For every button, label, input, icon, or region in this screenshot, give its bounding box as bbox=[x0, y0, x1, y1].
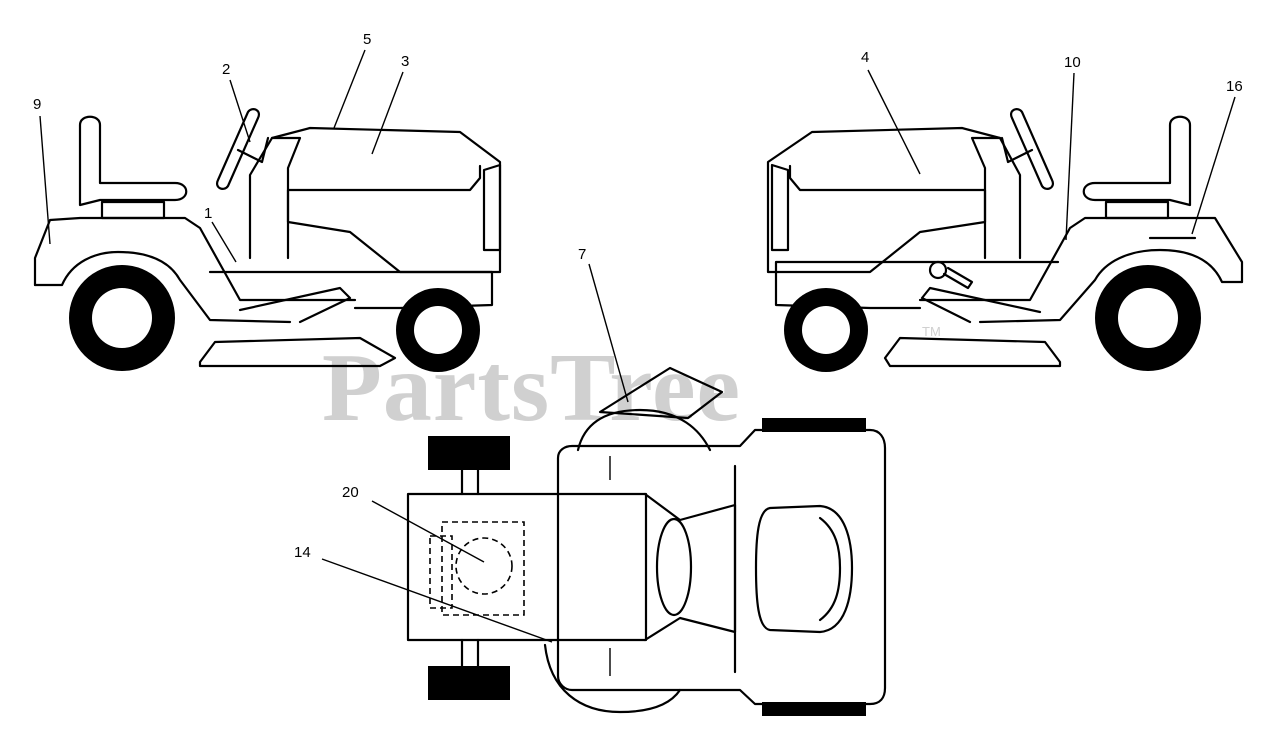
leader-1 bbox=[211, 221, 237, 263]
top-seat-back bbox=[818, 516, 842, 622]
right-grille bbox=[770, 163, 790, 252]
top-hood-neck bbox=[643, 492, 737, 642]
watermark: PartsTree TM bbox=[322, 324, 941, 442]
left-steering-wheel bbox=[216, 108, 260, 190]
left-deck-pedal bbox=[238, 286, 352, 324]
left-hood bbox=[270, 126, 502, 274]
right-steering-column bbox=[1000, 136, 1034, 164]
right-deck-pedal bbox=[920, 286, 1042, 324]
callout-9: 9 bbox=[33, 96, 41, 113]
right-dash-panel bbox=[970, 136, 1022, 260]
callout-16: 16 bbox=[1226, 78, 1243, 95]
callout-5: 5 bbox=[363, 31, 371, 48]
right-hood bbox=[766, 126, 1002, 274]
leader-9 bbox=[39, 115, 51, 245]
left-seat-back bbox=[78, 115, 188, 207]
tractor-left-side-view bbox=[33, 108, 502, 372]
left-front-wheel-hub bbox=[414, 306, 462, 354]
top-deck-outline-lower bbox=[543, 643, 682, 714]
top-decal-side bbox=[429, 535, 453, 609]
right-ignition-handle bbox=[942, 266, 974, 290]
callout-3: 3 bbox=[401, 53, 409, 70]
tractor-top-view bbox=[406, 366, 887, 716]
left-seat-base bbox=[100, 200, 166, 220]
callout-14: 14 bbox=[294, 544, 311, 561]
callout-20: 20 bbox=[342, 484, 359, 501]
right-ignition-key bbox=[928, 260, 948, 280]
top-deck-outline-upper bbox=[576, 408, 712, 452]
leader-20 bbox=[371, 500, 485, 563]
top-decal-box bbox=[441, 521, 525, 616]
watermark-trademark: TM bbox=[922, 324, 941, 339]
right-seat-back bbox=[1082, 115, 1192, 207]
top-rear-wheel-lower bbox=[762, 702, 866, 716]
left-dash-panel bbox=[248, 136, 302, 260]
callout-10: 10 bbox=[1064, 54, 1081, 71]
right-fender-inner bbox=[978, 248, 1244, 324]
top-seat bbox=[754, 504, 854, 634]
left-fender-inner bbox=[33, 250, 292, 324]
leader-14 bbox=[321, 558, 553, 643]
top-hood bbox=[406, 492, 648, 642]
left-rear-fender bbox=[33, 216, 357, 302]
callout-4: 4 bbox=[861, 49, 869, 66]
left-frame bbox=[208, 270, 494, 310]
leader-10 bbox=[1065, 72, 1075, 241]
left-mower-deck bbox=[198, 336, 397, 368]
callouts: 1 2 3 4 5 7 9 10 14 16 20 bbox=[33, 31, 1243, 643]
leader-3 bbox=[371, 71, 404, 155]
right-rear-wheel-hub bbox=[1118, 288, 1178, 348]
right-mower-deck bbox=[883, 336, 1062, 368]
left-grille bbox=[482, 163, 502, 252]
tractor-right-side-view bbox=[766, 108, 1244, 372]
top-rear-wheel-upper bbox=[762, 418, 866, 432]
right-seat-base bbox=[1104, 200, 1170, 220]
top-steering-wheel bbox=[655, 517, 693, 617]
callout-1: 1 bbox=[204, 205, 212, 222]
top-front-wheel-upper bbox=[428, 436, 510, 470]
right-frame bbox=[774, 260, 1060, 310]
left-rear-wheel-hub bbox=[92, 288, 152, 348]
top-main-body bbox=[556, 428, 887, 706]
top-decal-circle bbox=[455, 537, 513, 595]
right-front-wheel-hub bbox=[802, 306, 850, 354]
leader-2 bbox=[229, 79, 251, 143]
callout-2: 2 bbox=[222, 61, 230, 78]
left-steering-column bbox=[236, 136, 270, 164]
callout-7: 7 bbox=[578, 246, 586, 263]
top-front-wheel-lower bbox=[428, 666, 510, 700]
leader-16 bbox=[1191, 96, 1236, 235]
leader-7 bbox=[588, 263, 629, 403]
right-steering-wheel bbox=[1010, 108, 1054, 190]
watermark-text: PartsTree bbox=[322, 334, 741, 442]
leader-4 bbox=[867, 69, 921, 175]
top-discharge-chute bbox=[598, 366, 724, 420]
leader-5 bbox=[333, 49, 366, 129]
